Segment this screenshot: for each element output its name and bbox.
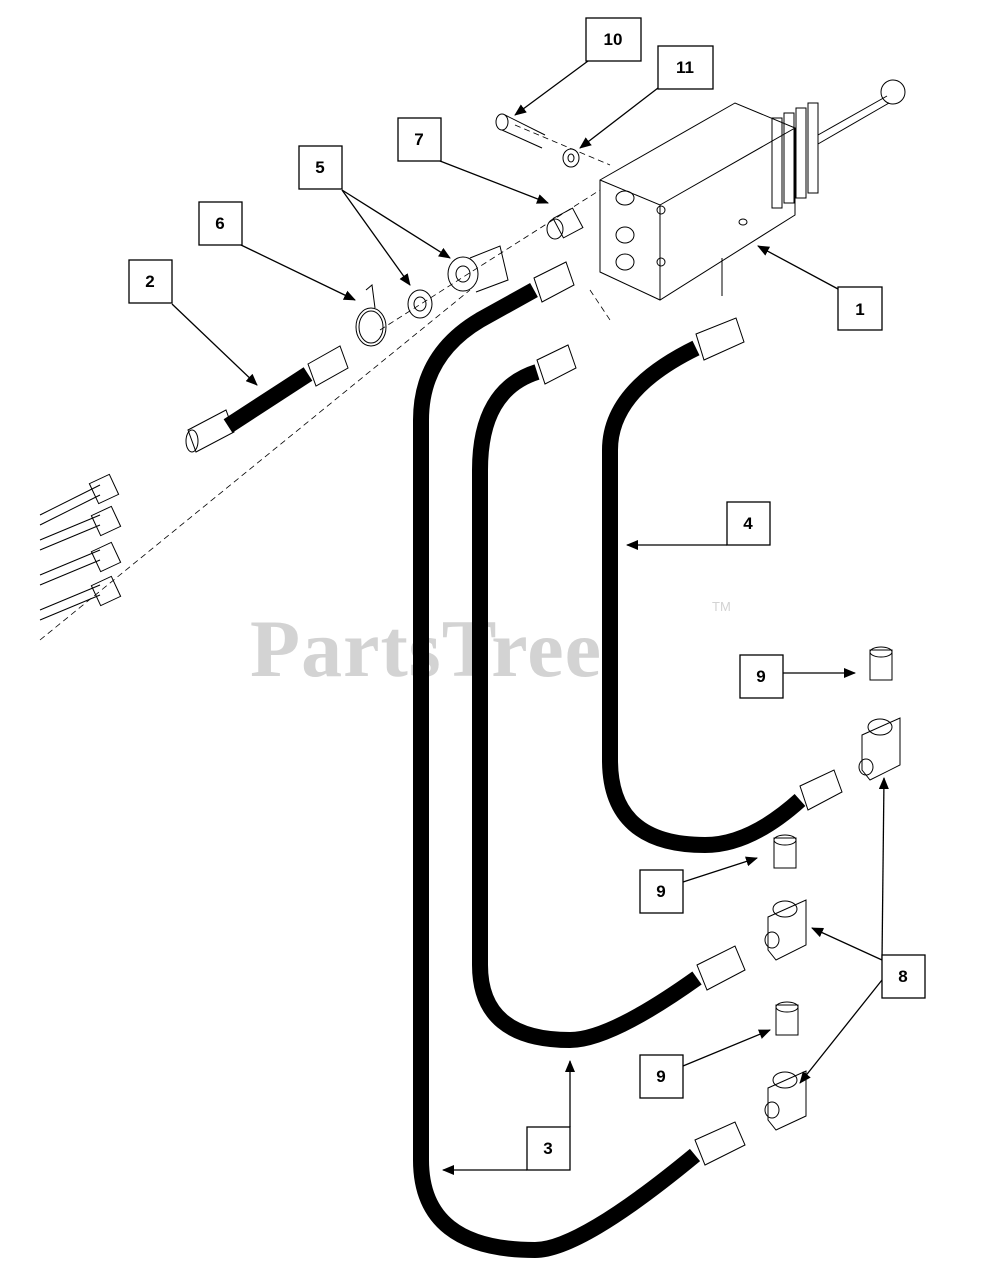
watermark-trademark: TM bbox=[712, 599, 731, 614]
adapter-part-5 bbox=[407, 245, 509, 319]
callout-10-label: 10 bbox=[604, 30, 623, 49]
callout-1[interactable]: 1 bbox=[837, 286, 883, 331]
control-valve-part bbox=[599, 79, 906, 301]
tee-fitting-upper bbox=[858, 717, 901, 781]
plug-part-lower bbox=[775, 1001, 799, 1036]
washer-part-11 bbox=[562, 148, 580, 168]
callout-9c[interactable]: 9 bbox=[639, 1054, 684, 1099]
hose-part-3-outer bbox=[413, 261, 746, 1259]
leader-lines bbox=[171, 60, 889, 1175]
callout-7-label: 7 bbox=[414, 130, 423, 149]
fitting-part-7 bbox=[546, 207, 584, 240]
callout-4-label: 4 bbox=[743, 514, 753, 533]
callout-8-label: 8 bbox=[898, 967, 907, 986]
plug-part-upper bbox=[869, 646, 893, 681]
callout-4[interactable]: 4 bbox=[726, 501, 771, 546]
callout-6[interactable]: 6 bbox=[198, 201, 243, 246]
callout-5-label: 5 bbox=[315, 158, 324, 177]
callout-7[interactable]: 7 bbox=[397, 117, 442, 162]
tee-fitting-middle bbox=[764, 899, 807, 961]
plug-part-middle bbox=[773, 834, 797, 869]
callout-8[interactable]: 8 bbox=[881, 954, 926, 999]
callout-9b[interactable]: 9 bbox=[639, 869, 684, 914]
callout-3[interactable]: 3 bbox=[526, 1126, 571, 1171]
bolt-part-10 bbox=[495, 113, 546, 149]
callout-1-label: 1 bbox=[855, 300, 864, 319]
callout-11-label: 11 bbox=[676, 58, 694, 77]
callout-2-label: 2 bbox=[145, 272, 154, 291]
cylinder-ends-part bbox=[39, 473, 122, 621]
callout-2[interactable]: 2 bbox=[128, 259, 173, 304]
clamp-part-6 bbox=[355, 284, 387, 347]
hose-part-4 bbox=[602, 317, 843, 854]
callout-9c-label: 9 bbox=[656, 1067, 665, 1086]
callout-5[interactable]: 5 bbox=[298, 145, 343, 190]
callout-11[interactable]: 11 bbox=[657, 45, 714, 90]
callout-9a[interactable]: 9 bbox=[739, 654, 784, 699]
hose-part-2 bbox=[185, 345, 349, 453]
callout-10[interactable]: 10 bbox=[585, 17, 642, 62]
hose-part-3-middle bbox=[472, 344, 746, 1049]
callout-9b-label: 9 bbox=[656, 882, 665, 901]
callout-3-label: 3 bbox=[543, 1139, 552, 1158]
tee-fitting-lower bbox=[764, 1070, 807, 1131]
callout-9a-label: 9 bbox=[756, 667, 765, 686]
callout-6-label: 6 bbox=[215, 214, 224, 233]
